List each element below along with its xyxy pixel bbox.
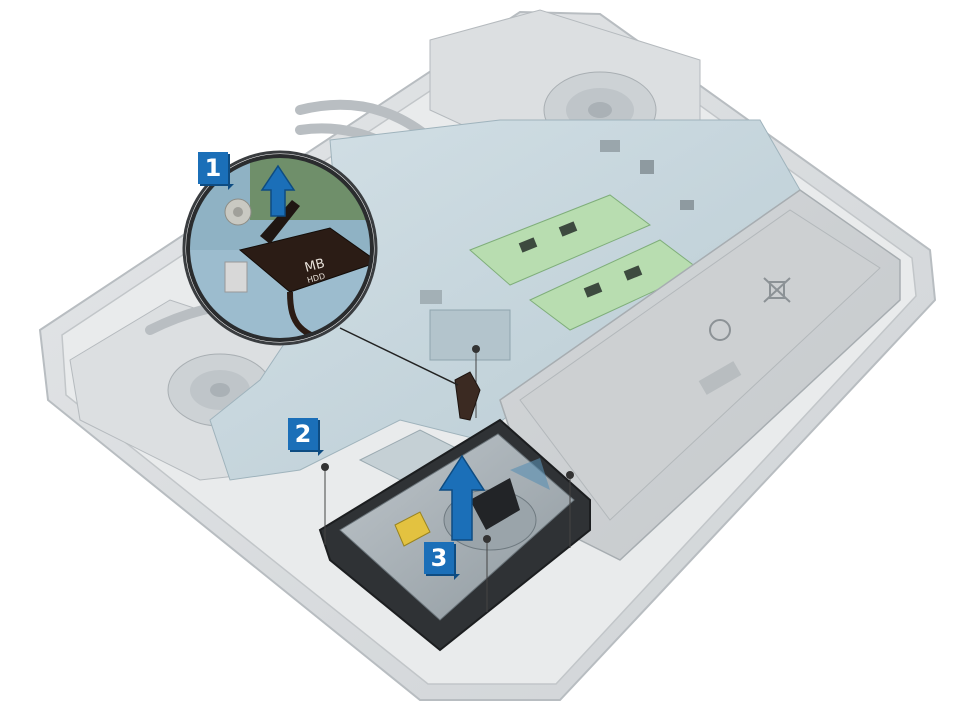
battery: [499, 189, 901, 561]
connector-label-top: MB: [303, 256, 326, 276]
screw-icon: [566, 471, 574, 548]
screw-icon: [483, 535, 491, 612]
callout-leader-line: [339, 327, 459, 386]
step-3-badge: 3: [424, 542, 460, 580]
arrow-up-icon: [438, 454, 486, 541]
screw-icon: [321, 463, 329, 545]
step-2-badge: 2: [288, 418, 324, 456]
arrow-up-icon: [260, 164, 296, 217]
memory-module: [469, 194, 651, 286]
memory-module: [529, 239, 701, 331]
hdd-cable-connector: [454, 371, 481, 421]
step-1-badge: 1: [198, 152, 234, 190]
zoom-callout: MB HDD: [182, 150, 378, 346]
crossed-bin-icon: [763, 277, 791, 303]
recycle-icon: [709, 319, 731, 341]
